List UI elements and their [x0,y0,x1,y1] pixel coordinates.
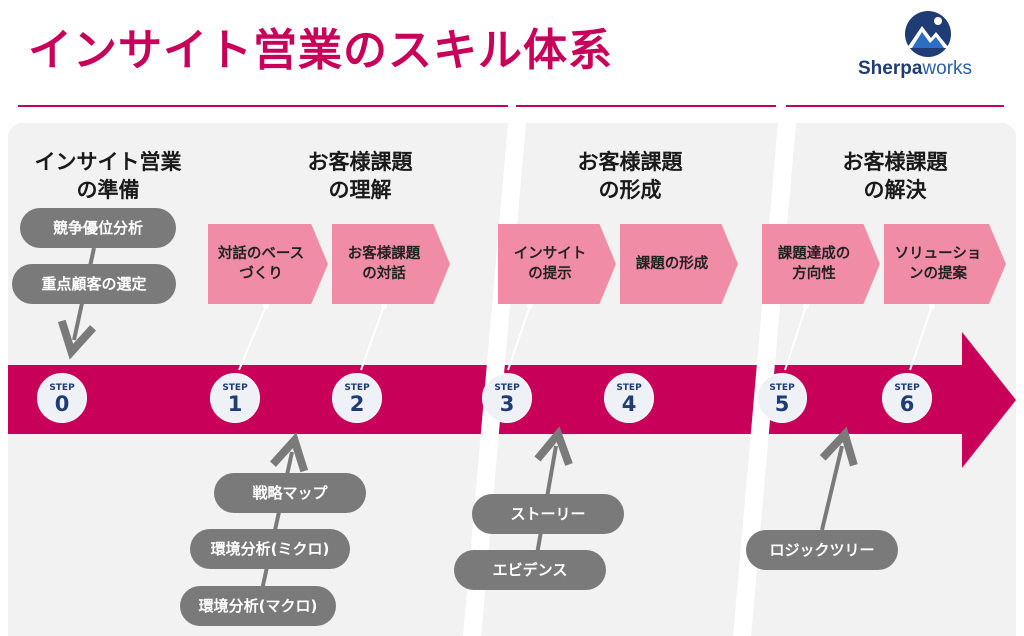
step4-box: 課題の形成 [620,224,738,304]
step-label: STEP [49,383,75,393]
step-label: STEP [344,383,370,393]
step5-line1: 課題達成の [777,246,851,262]
brand-bold: Sherpa [858,58,923,79]
step-label: STEP [494,383,520,393]
section-title-line: お客様課題 [307,150,413,174]
section-title-forming: お客様課題 の形成 [540,148,720,204]
step6-connector-dot [929,303,935,309]
skill-pill-key-customer-selection: 重点顧客の選定 [12,264,176,304]
step-label: STEP [222,383,248,393]
section-title-line: の解決 [863,178,927,202]
brand-rest: works [922,58,973,79]
tools-group3-arrow [822,446,842,531]
step-number: 6 [899,392,915,416]
step-number: 2 [349,392,365,416]
section-title-solving: お客様課題 の解決 [805,148,985,204]
skill-pill-competitive-advantage: 競争優位分析 [20,208,176,248]
tool-pill-env-analysis-macro: 環境分析(マクロ) [180,586,336,626]
step-number: 1 [227,392,243,416]
section-title-line: の準備 [76,178,140,202]
tool-pill-evidence: エビデンス [454,550,606,590]
step-number: 4 [621,392,637,416]
step3-box: インサイトの提示 [498,224,616,304]
step2-line1: お客様課題 [347,246,421,262]
step-number: 3 [499,392,515,416]
section-header-line-3 [786,105,1004,107]
tool-pill-env-analysis-micro: 環境分析(ミクロ) [190,529,350,569]
page-title: インサイト営業のスキル体系 [28,25,613,76]
step-number: 5 [774,392,790,416]
section-title-line: お客様課題 [842,150,948,174]
step2-connector-dot [381,303,387,309]
step1-connector-dot [263,303,269,309]
tool-pill-strategy-map: 戦略マップ [214,473,366,513]
section-title-preparation: インサイト営業 の準備 [18,148,198,204]
section-title-line: の理解 [328,178,392,202]
step4-line1: 課題の形成 [635,256,709,272]
step-label: STEP [894,383,920,393]
step2-box: お客様課題の対話 [332,224,450,304]
step3-line2: の提示 [528,266,572,282]
step2-line2: の対話 [362,266,406,282]
step3-connector [507,305,531,371]
section-title-line: の形成 [598,178,662,202]
step5-connector-dot [803,303,809,309]
tool-pill-story: ストーリー [472,494,624,534]
step-label: STEP [769,383,795,393]
sherpaworks-logo [900,10,956,58]
step-label: STEP [616,383,642,393]
mountain-logo-icon [905,11,951,57]
step1-connector [238,305,267,371]
tool-pill-logic-tree: ロジックツリー [746,530,898,570]
step-number: 0 [54,392,70,416]
step6-connector [909,305,933,371]
step3-line1: インサイト [513,246,587,262]
section-title-understanding: お客様課題 の理解 [270,148,450,204]
section-header-line-1 [18,105,508,107]
step5-connector [784,305,807,371]
section-title-line: インサイト営業 [34,150,182,174]
step6-line1: ソリューショ [894,246,982,262]
step1-box: 対話のベースづくり [208,224,328,304]
step2-connector [360,305,385,371]
step5-box: 課題達成の方向性 [762,224,880,304]
section-title-line: お客様課題 [577,150,683,174]
step3-connector-dot [527,303,533,309]
sherpaworks-wordmark: Sherpaworks [858,58,972,80]
step1-line1: 対話のベース [217,246,305,262]
step6-box: ソリューションの提案 [884,224,1006,304]
step6-line2: ンの提案 [909,266,967,282]
section-header-line-2 [516,105,776,107]
step5-line2: 方向性 [792,266,836,282]
step1-line2: づくり [239,266,283,282]
